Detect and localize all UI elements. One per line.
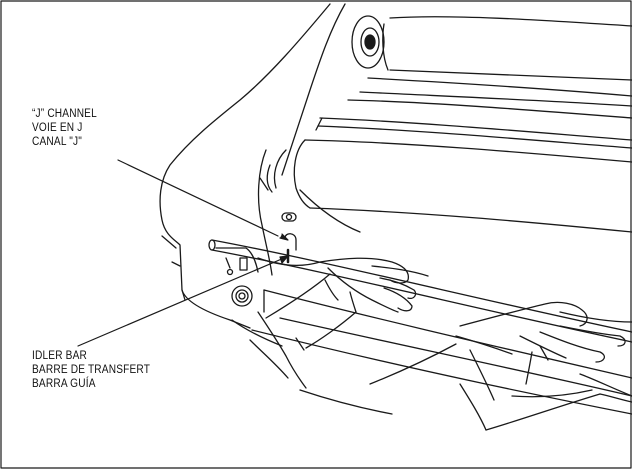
leader-lines — [77, 159, 289, 347]
idler-bar-label-es: BARRA GUÍA — [32, 378, 96, 390]
lower-roller — [259, 139, 632, 233]
idler-bar-leader — [77, 257, 285, 347]
j-channel-label-es: CANAL "J" — [32, 136, 83, 148]
idler-bar-label-fr: BARRE DE TRANSFERT — [32, 364, 151, 376]
j-channel-callout: “J” CHANNEL VOIE EN J CANAL "J" — [32, 107, 97, 149]
idler-bar-callout: IDLER BAR BARRE DE TRANSFERT BARRA GUÍA — [32, 349, 150, 391]
machine-base — [251, 289, 632, 415]
arms — [231, 319, 632, 431]
feed-tray — [315, 99, 632, 149]
j-channel-label-fr: VOIE EN J — [32, 122, 83, 134]
right-hand — [455, 301, 632, 401]
upper-roller — [351, 15, 632, 107]
side-housing — [159, 3, 346, 329]
left-hand — [257, 257, 429, 389]
j-channel-leader — [117, 159, 279, 237]
side-plate-details — [215, 149, 297, 307]
j-channel-label-en: “J” CHANNEL — [32, 108, 97, 120]
idler-bar-label-en: IDLER BAR — [32, 350, 88, 362]
idler-bar — [208, 239, 632, 343]
j-channel-slot — [284, 233, 297, 251]
